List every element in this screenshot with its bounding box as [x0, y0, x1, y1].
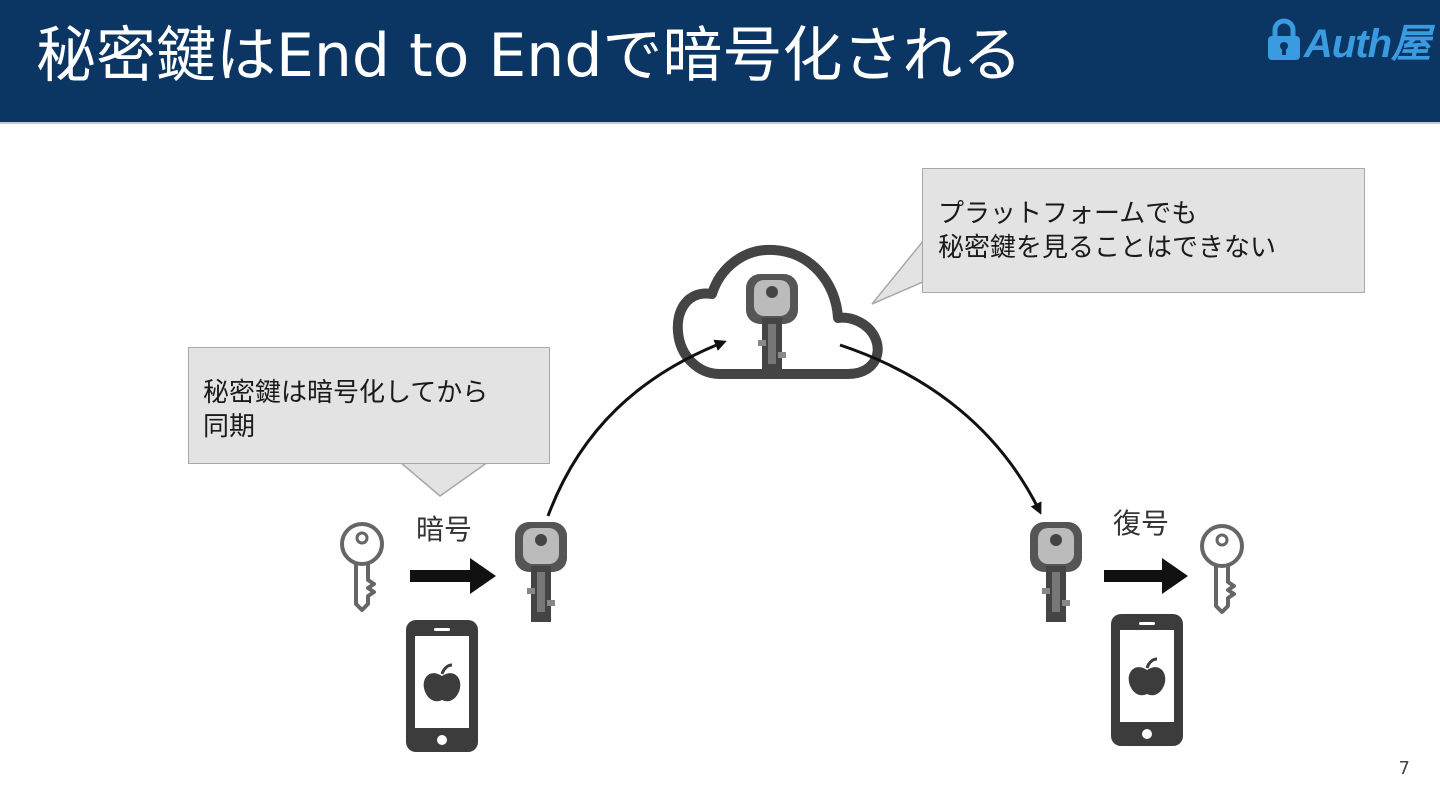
slide-header: 秘密鍵はEnd to Endで暗号化される Auth屋	[0, 0, 1440, 124]
smartphone-apple-icon-left	[404, 618, 480, 754]
decrypt-label: 復号	[1113, 507, 1170, 540]
smartphone-apple-icon-right	[1109, 612, 1185, 748]
callout-left-tail	[397, 461, 491, 497]
encrypt-arrow-icon	[410, 558, 496, 594]
callout-platform-note: プラットフォームでも 秘密鍵を見ることはできない	[922, 168, 1365, 293]
encrypted-key-icon-right	[1030, 522, 1082, 622]
slide-title: 秘密鍵はEnd to Endで暗号化される	[36, 21, 1023, 91]
encrypted-key-icon-left	[515, 522, 567, 622]
decrypt-arrow-icon	[1104, 558, 1188, 594]
padlock-icon	[1267, 18, 1300, 60]
key-icon	[340, 522, 384, 612]
key-icon-right	[1200, 524, 1244, 614]
auth-ya-logo: Auth屋	[1266, 14, 1431, 66]
encrypt-label: 暗号	[416, 513, 473, 546]
callout-sync-note: 秘密鍵は暗号化してから 同期	[188, 347, 550, 464]
page-number: 7	[1398, 758, 1410, 779]
upload-arc-arrow	[546, 339, 727, 517]
logo-text: Auth屋	[1303, 22, 1431, 66]
download-arc-arrow	[839, 343, 1042, 515]
